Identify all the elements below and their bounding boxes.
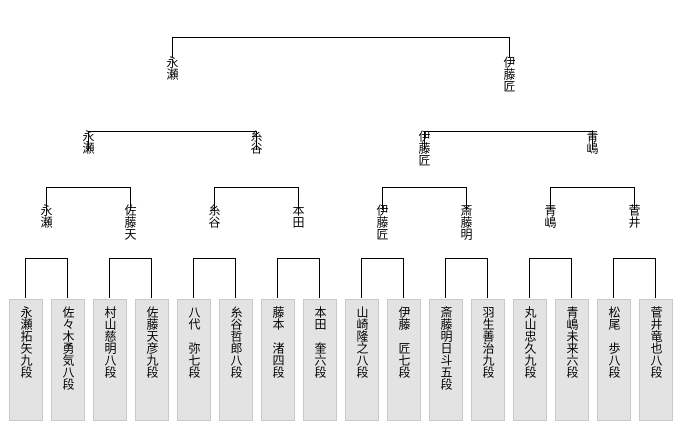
player-box: 伊藤 匠七段 <box>387 299 421 421</box>
player-name: 松尾 歩八段 <box>607 306 621 378</box>
player-name: 山崎隆之八段 <box>355 306 369 378</box>
quarterfinal-winner-8: 菅井 <box>627 204 641 228</box>
player-name: 村山慈明八段 <box>103 306 117 378</box>
player-name: 佐藤天彦九段 <box>145 306 159 378</box>
semifinal-winner-1: 永瀬 <box>81 130 95 154</box>
player-box: 本田 奎六段 <box>303 299 337 421</box>
quarterfinal-winner-5: 伊藤匠 <box>375 204 389 240</box>
quarterfinal-bracket-line-1 <box>46 187 131 210</box>
player-box: 藤本 渚四段 <box>261 299 295 421</box>
quarterfinal-winner-3: 糸谷 <box>207 204 221 228</box>
round1-bracket-line-4 <box>277 258 320 298</box>
player-name: 八代 弥七段 <box>187 306 201 378</box>
player-name: 菅井竜也八段 <box>649 306 663 378</box>
player-box: 糸谷哲郎八段 <box>219 299 253 421</box>
round1-bracket-line-7 <box>529 258 572 298</box>
player-name: 伊藤 匠七段 <box>397 306 411 378</box>
round1-bracket-line-1 <box>25 258 68 298</box>
quarterfinal-bracket-line-2 <box>214 187 299 210</box>
player-box: 村山慈明八段 <box>93 299 127 421</box>
final-winner-right: 伊藤匠 <box>502 56 516 92</box>
quarterfinal-winner-7: 青嶋 <box>543 204 557 228</box>
player-name: 斎藤明日斗五段 <box>439 306 453 390</box>
final-bracket-line <box>172 37 510 57</box>
semifinal-winner-2: 糸谷 <box>249 130 263 154</box>
player-name: 羽生善治九段 <box>481 306 495 378</box>
player-box: 青嶋未来六段 <box>555 299 589 421</box>
quarterfinal-bracket-line-4 <box>550 187 635 210</box>
semifinal-bracket-line-1 <box>88 131 257 150</box>
player-name: 永瀬拓矢九段 <box>19 306 33 378</box>
round1-bracket-line-5 <box>361 258 404 298</box>
player-name: 丸山忠久九段 <box>523 306 537 378</box>
semifinal-bracket-line-2 <box>424 131 593 150</box>
player-box: 山崎隆之八段 <box>345 299 379 421</box>
round1-bracket-line-2 <box>109 258 152 298</box>
player-box: 斎藤明日斗五段 <box>429 299 463 421</box>
quarterfinal-winner-1: 永瀬 <box>39 204 53 228</box>
round1-bracket-line-8 <box>613 258 656 298</box>
round1-bracket-line-6 <box>445 258 488 298</box>
player-box: 松尾 歩八段 <box>597 299 631 421</box>
player-name: 佐々木勇気八段 <box>61 306 75 390</box>
player-box: 菅井竜也八段 <box>639 299 673 421</box>
player-name: 藤本 渚四段 <box>271 306 285 378</box>
player-box: 永瀬拓矢九段 <box>9 299 43 421</box>
player-box: 佐々木勇気八段 <box>51 299 85 421</box>
quarterfinal-winner-2: 佐藤天 <box>123 204 137 240</box>
semifinal-winner-3: 伊藤匠 <box>417 130 431 166</box>
final-winner-left: 永瀬 <box>165 56 179 80</box>
player-box: 八代 弥七段 <box>177 299 211 421</box>
quarterfinal-winner-4: 本田 <box>291 204 305 228</box>
player-name: 糸谷哲郎八段 <box>229 306 243 378</box>
quarterfinal-bracket-line-3 <box>382 187 467 210</box>
player-name: 本田 奎六段 <box>313 306 327 378</box>
player-box: 羽生善治九段 <box>471 299 505 421</box>
semifinal-winner-4: 青嶋 <box>585 130 599 154</box>
round1-bracket-line-3 <box>193 258 236 298</box>
quarterfinal-winner-6: 斎藤明 <box>459 204 473 240</box>
player-name: 青嶋未来六段 <box>565 306 579 378</box>
player-box: 丸山忠久九段 <box>513 299 547 421</box>
player-box: 佐藤天彦九段 <box>135 299 169 421</box>
